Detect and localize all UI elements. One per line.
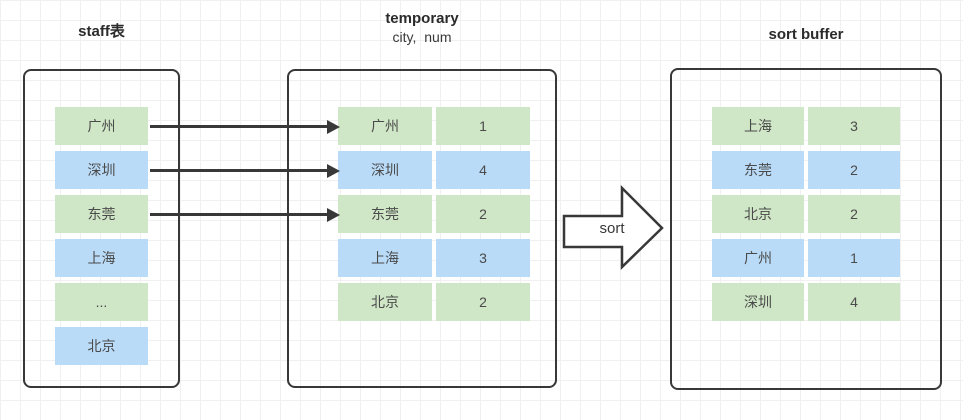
buffer-city-cell: 上海 bbox=[712, 107, 804, 145]
temporary-num-cell: 4 bbox=[436, 151, 530, 189]
buffer-city-cell: 东莞 bbox=[712, 151, 804, 189]
staff-table-title: staff表 bbox=[78, 23, 125, 40]
sort-buffer-panel bbox=[670, 68, 942, 390]
temporary-city-cell: 广州 bbox=[338, 107, 432, 145]
temporary-city-cell: 东莞 bbox=[338, 195, 432, 233]
sort-buffer-title: sort buffer bbox=[768, 26, 844, 43]
staff-cell: 东莞 bbox=[55, 195, 148, 233]
staff-panel bbox=[23, 69, 180, 388]
staff-cell-ellipsis: ... bbox=[55, 283, 148, 321]
sort-arrow-shape bbox=[562, 185, 664, 270]
temporary-city-cell: 上海 bbox=[338, 239, 432, 277]
temporary-subtitle: city, num bbox=[392, 29, 452, 45]
staff-cell-list: 广州 深圳 东莞 上海 ... 北京 bbox=[55, 107, 148, 365]
buffer-num-cell: 3 bbox=[808, 107, 900, 145]
temporary-panel bbox=[287, 69, 557, 388]
staff-cell: 北京 bbox=[55, 327, 148, 365]
temporary-num-cell: 2 bbox=[436, 195, 530, 233]
temporary-title-block: temporary city, num bbox=[287, 10, 557, 46]
temporary-num-cell: 2 bbox=[436, 283, 530, 321]
temporary-city-cell: 北京 bbox=[338, 283, 432, 321]
flow-arrow bbox=[150, 208, 340, 222]
temporary-table: 广州 1 深圳 4 东莞 2 上海 3 北京 2 bbox=[338, 107, 530, 321]
sort-block-arrow: sort bbox=[562, 185, 664, 270]
flow-arrow bbox=[150, 164, 340, 178]
table-row: 上海 3 bbox=[712, 107, 900, 145]
table-row: 北京 2 bbox=[712, 195, 900, 233]
buffer-num-cell: 2 bbox=[808, 151, 900, 189]
sort-buffer-table: 上海 3 东莞 2 北京 2 广州 1 深圳 4 bbox=[712, 107, 900, 321]
temporary-num-cell: 3 bbox=[436, 239, 530, 277]
table-row: 东莞 2 bbox=[712, 151, 900, 189]
flow-arrow bbox=[150, 120, 340, 134]
buffer-num-cell: 1 bbox=[808, 239, 900, 277]
table-row: 深圳 4 bbox=[712, 283, 900, 321]
staff-cell: 上海 bbox=[55, 239, 148, 277]
table-row: 北京 2 bbox=[338, 283, 530, 321]
table-row: 上海 3 bbox=[338, 239, 530, 277]
buffer-city-cell: 北京 bbox=[712, 195, 804, 233]
table-row: 广州 1 bbox=[338, 107, 530, 145]
temporary-num-cell: 1 bbox=[436, 107, 530, 145]
buffer-city-cell: 广州 bbox=[712, 239, 804, 277]
sort-arrow-label: sort bbox=[599, 220, 625, 237]
buffer-num-cell: 4 bbox=[808, 283, 900, 321]
table-row: 深圳 4 bbox=[338, 151, 530, 189]
table-row: 东莞 2 bbox=[338, 195, 530, 233]
staff-cell: 广州 bbox=[55, 107, 148, 145]
buffer-num-cell: 2 bbox=[808, 195, 900, 233]
staff-cell: 深圳 bbox=[55, 151, 148, 189]
table-row: 广州 1 bbox=[712, 239, 900, 277]
buffer-city-cell: 深圳 bbox=[712, 283, 804, 321]
temporary-city-cell: 深圳 bbox=[338, 151, 432, 189]
temporary-title: temporary bbox=[385, 10, 459, 27]
